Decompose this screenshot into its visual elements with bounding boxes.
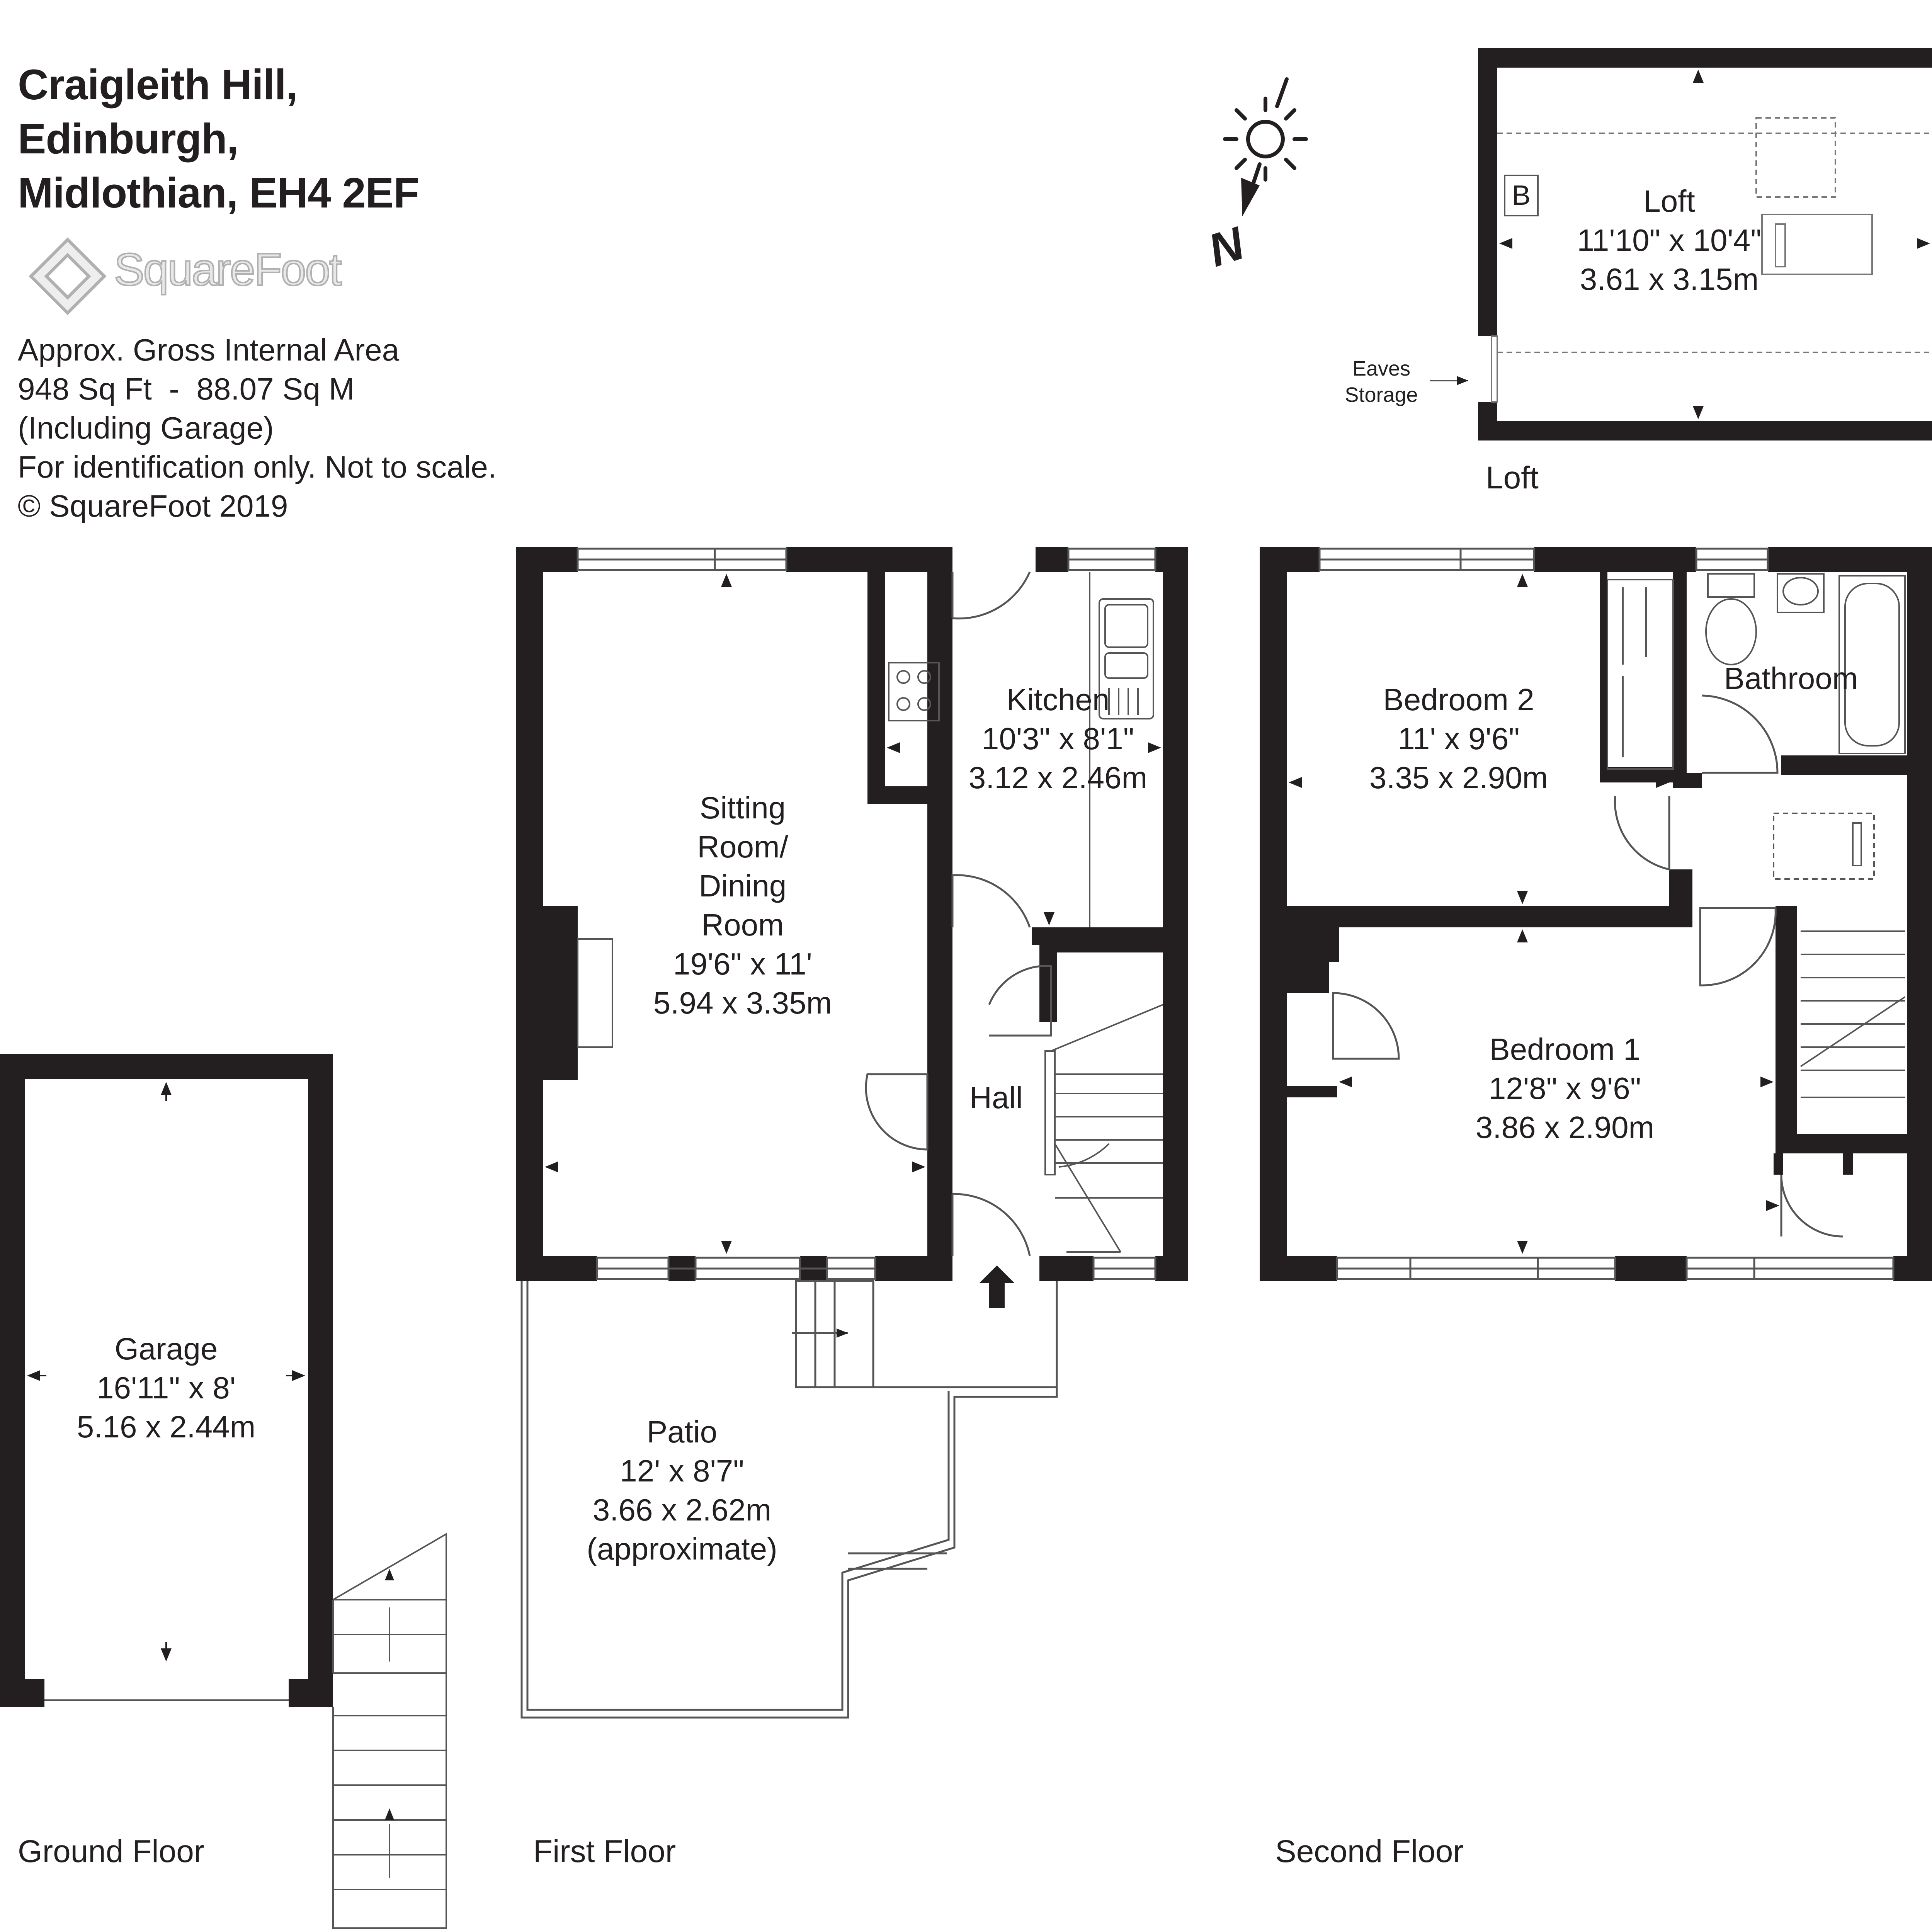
loft-ladder-icon [1852, 822, 1862, 866]
room-sitting-name-2: Room/ [697, 830, 788, 864]
area-info: Approx. Gross Internal Area 948 Sq Ft - … [18, 330, 497, 526]
floor-label-second: Second Floor [1275, 1834, 1464, 1869]
eaves-storage-label: Eaves Storage [1345, 355, 1418, 408]
address-line-2: Edinburgh, [18, 115, 238, 163]
kitchen-fixtures [577, 572, 1154, 1048]
bathroom-fixtures [1705, 573, 1906, 754]
room-hall: Hall [969, 1078, 1023, 1117]
info-line-4: For identification only. Not to scale. [18, 450, 497, 484]
hall-stairs [1044, 1004, 1163, 1253]
second-floor-doors [1332, 694, 1844, 1238]
squarefoot-diamond-logo-icon [29, 237, 107, 315]
first-floor-dimension-arrows [545, 574, 1161, 1254]
room-sitting-dining: Sitting Room/ Dining Room 19'6" x 11' 5.… [653, 788, 832, 1022]
address-line-3: Midlothian, EH4 2EF [18, 169, 419, 217]
property-address: Craigleith Hill, Edinburgh, Midlothian, … [18, 58, 419, 220]
room-garage-name: Garage [114, 1332, 218, 1366]
room-garage: Garage 16'11" x 8' 5.16 x 2.44m [77, 1329, 256, 1446]
room-loft: Loft 11'10" x 10'4" 3.61 x 3.15m [1577, 182, 1761, 299]
garage-external-stairs [332, 1532, 447, 1929]
room-patio-imperial: 12' x 8'7" [620, 1454, 744, 1488]
info-line-2: 948 Sq Ft - 88.07 Sq M [18, 372, 355, 406]
north-arrow-icon [1241, 178, 1260, 216]
room-bedroom1-imperial: 12'8" x 9'6" [1488, 1071, 1641, 1105]
second-floor-windows [1318, 548, 1895, 1280]
room-bedroom-2: Bedroom 2 11' x 9'6" 3.35 x 2.90m [1369, 680, 1548, 797]
address-line-1: Craigleith Hill, [18, 61, 298, 109]
room-bedroom1-metric: 3.86 x 2.90m [1475, 1110, 1655, 1145]
room-loft-metric: 3.61 x 3.15m [1580, 262, 1759, 296]
eaves-line-2: Storage [1345, 383, 1418, 406]
room-kitchen-name: Kitchen [1006, 682, 1110, 717]
boiler-label: B [1504, 175, 1539, 216]
info-line-1: Approx. Gross Internal Area [18, 333, 400, 367]
room-loft-imperial: 11'10" x 10'4" [1577, 223, 1762, 257]
second-floor-stairs [1800, 930, 1906, 1098]
floor-label-first: First Floor [533, 1834, 676, 1869]
room-sitting-metric: 5.94 x 3.35m [653, 986, 832, 1020]
room-garage-metric: 5.16 x 2.44m [77, 1410, 256, 1444]
floor-label-loft: Loft [1486, 460, 1539, 495]
loft-walls [1478, 48, 1932, 440]
room-bedroom2-name: Bedroom 2 [1383, 682, 1534, 717]
loft-details [1430, 117, 1932, 403]
brand-logo: SquareFoot [15, 236, 371, 321]
second-floor-walls [1260, 547, 1932, 1281]
room-bedroom1-name: Bedroom 1 [1489, 1032, 1641, 1066]
room-sitting-name-1: Sitting [699, 791, 786, 825]
room-bedroom-1: Bedroom 1 12'8" x 9'6" 3.86 x 2.90m [1476, 1030, 1655, 1147]
room-bathroom-name: Bathroom [1724, 661, 1858, 696]
room-kitchen-metric: 3.12 x 2.46m [968, 760, 1148, 795]
loft-dimension-arrows [1457, 70, 1930, 419]
room-patio-note: (approximate) [587, 1532, 777, 1566]
room-sitting-imperial: 19'6" x 11' [673, 947, 812, 981]
landing-loft-hatch [1773, 813, 1875, 880]
info-line-3: (Including Garage) [18, 411, 274, 445]
room-kitchen: Kitchen 10'3" x 8'1" 3.12 x 2.46m [969, 680, 1148, 797]
floor-label-ground: Ground Floor [18, 1834, 205, 1869]
bedroom2-wardrobe [1607, 579, 1674, 770]
room-hall-name: Hall [969, 1080, 1023, 1115]
garage-arrowheads [27, 1082, 305, 1662]
info-line-5: © SquareFoot 2019 [18, 489, 288, 523]
room-patio-name: Patio [646, 1415, 718, 1449]
first-floor-doors [865, 571, 1052, 1256]
garage-walls [0, 1054, 333, 1707]
room-kitchen-imperial: 10'3" x 8'1" [981, 721, 1134, 756]
eaves-line-1: Eaves [1352, 357, 1411, 380]
room-sitting-name-3: Dining [699, 869, 787, 903]
first-floor-windows [577, 548, 1156, 1280]
room-sitting-name-4: Room [701, 908, 784, 942]
room-garage-imperial: 16'11" x 8' [97, 1371, 236, 1405]
room-patio-metric: 3.66 x 2.62m [592, 1493, 772, 1527]
brand-name: SquareFoot [113, 243, 343, 296]
room-bedroom2-metric: 3.35 x 2.90m [1369, 760, 1548, 795]
second-floor-dimension-arrows [1289, 574, 1779, 1254]
sun-compass-icon [1223, 77, 1308, 189]
patio-step-arrowhead [837, 1328, 848, 1338]
entrance-arrow-icon [980, 1265, 1014, 1308]
room-patio: Patio 12' x 8'7" 3.66 x 2.62m (approxima… [587, 1412, 777, 1568]
room-loft-name: Loft [1643, 184, 1695, 218]
garage-stairs-arrowheads [385, 1569, 394, 1820]
room-bedroom2-imperial: 11' x 9'6" [1398, 721, 1520, 756]
first-floor-walls [516, 547, 1188, 1281]
room-bathroom: Bathroom [1724, 659, 1858, 698]
